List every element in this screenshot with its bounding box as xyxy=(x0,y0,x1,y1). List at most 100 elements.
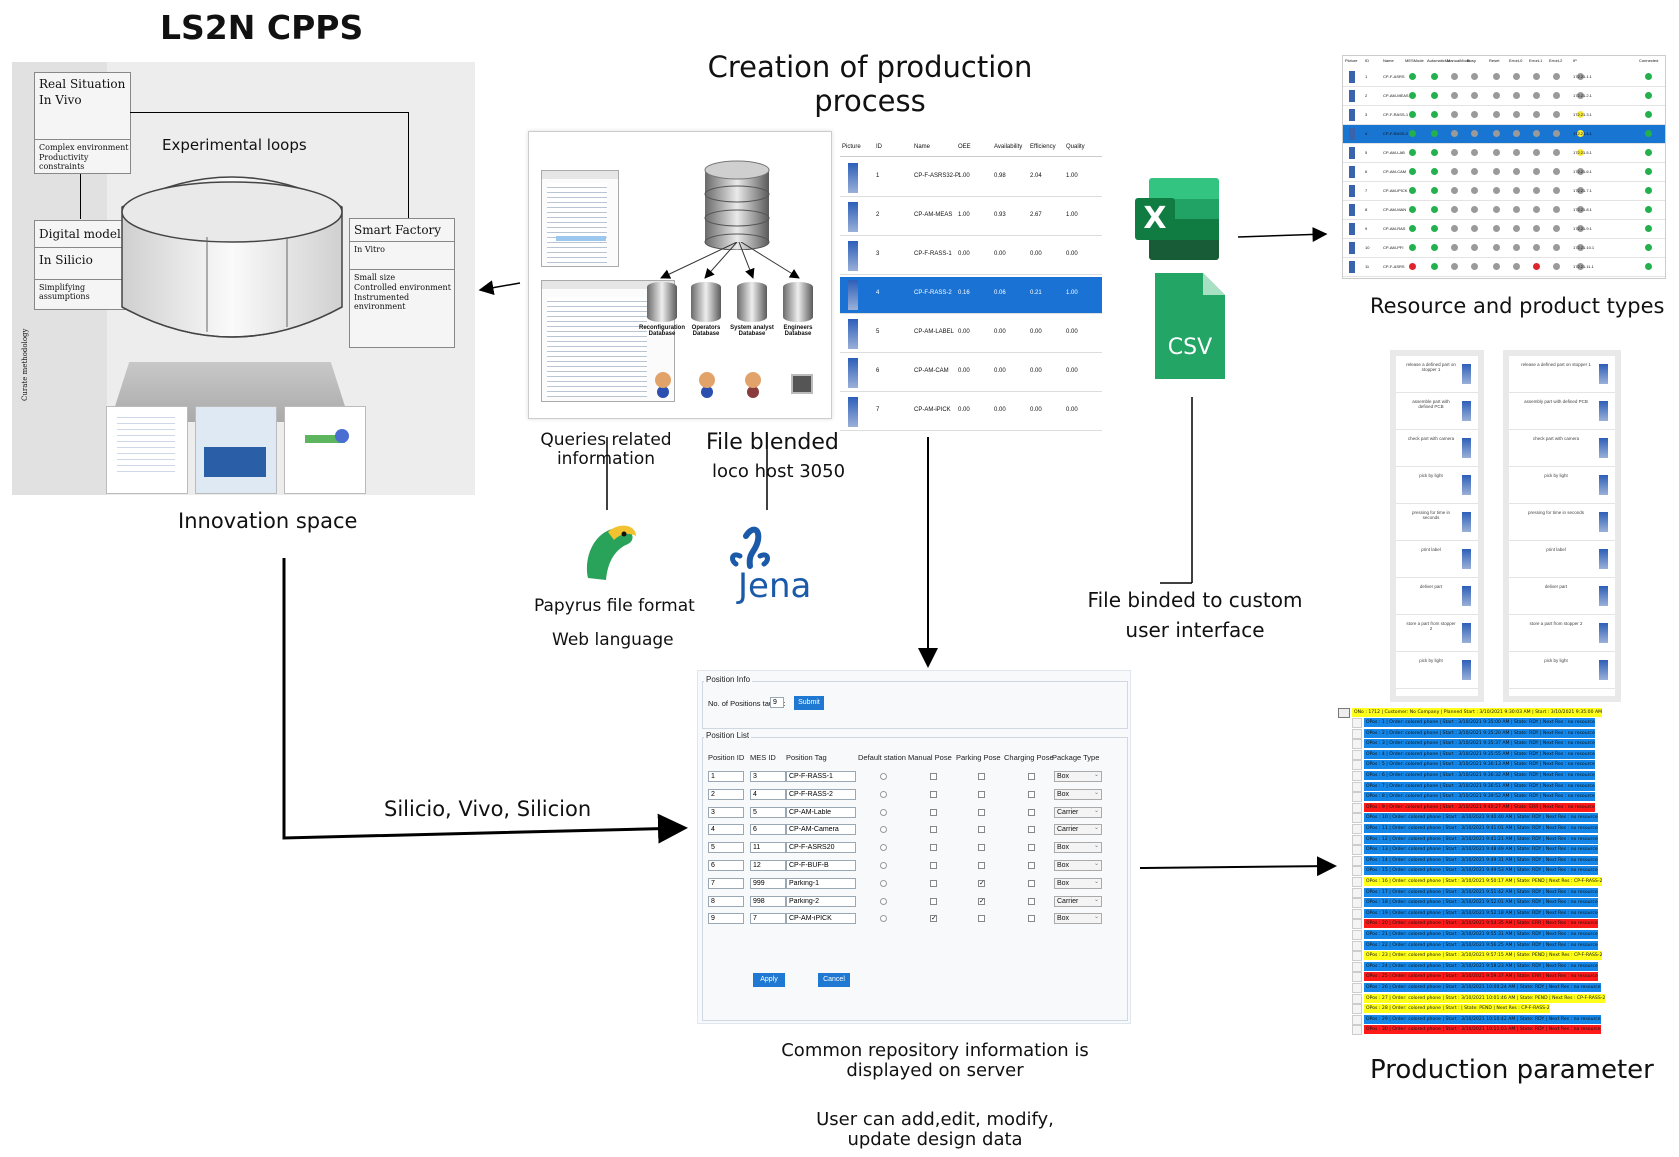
order-row[interactable]: OPos : 8 | Order: colored phone | Start … xyxy=(1364,792,1595,802)
order-row[interactable]: OPos : 28 | Order: colored phone | Start… xyxy=(1364,1004,1550,1014)
package-type-select[interactable]: Box xyxy=(1054,841,1102,854)
position-tag-input[interactable] xyxy=(786,824,856,836)
cancel-button[interactable]: Cancel xyxy=(818,973,850,987)
order-row[interactable]: OPos : 2 | Order: colored phone | Start … xyxy=(1364,728,1595,738)
mes-id-input[interactable] xyxy=(750,877,786,889)
mes-id-input[interactable] xyxy=(750,842,786,854)
parking-pose-checkbox[interactable] xyxy=(978,773,985,780)
parking-pose-checkbox[interactable] xyxy=(978,790,985,798)
order-row[interactable]: OPos : 18 | Order: colored phone | Start… xyxy=(1364,898,1598,908)
order-row[interactable]: OPos : 9 | Order: colored phone | Start … xyxy=(1364,802,1595,812)
process-step[interactable]: store a part from stopper 2 xyxy=(1396,615,1478,652)
process-step[interactable]: store a part from stopper 2 xyxy=(1509,615,1615,652)
process-step[interactable]: print label xyxy=(1509,541,1615,578)
charging-pose-checkbox[interactable] xyxy=(1028,897,1035,905)
position-id-input[interactable] xyxy=(708,913,744,925)
default-station-radio[interactable] xyxy=(880,879,887,887)
manual-pose-checkbox[interactable] xyxy=(930,862,937,869)
submit-button[interactable]: Submit xyxy=(794,696,824,710)
order-row[interactable]: OPos : 24 | Order: colored phone | Start… xyxy=(1364,961,1598,971)
process-step[interactable]: pick by light xyxy=(1396,652,1478,689)
package-type-select[interactable]: Carrier xyxy=(1054,895,1102,907)
position-id-input[interactable] xyxy=(708,895,744,907)
mes-id-input[interactable] xyxy=(750,771,786,782)
order-row[interactable]: OPos : 7 | Order: colored phone | Start … xyxy=(1364,781,1595,791)
default-station-radio[interactable] xyxy=(880,862,887,869)
order-row[interactable]: OPos : 22 | Order: colored phone | Start… xyxy=(1364,940,1598,950)
mes-id-input[interactable] xyxy=(750,895,786,907)
package-type-select[interactable]: Box xyxy=(1054,912,1102,925)
position-tag-input[interactable] xyxy=(786,771,856,782)
mes-id-input[interactable] xyxy=(750,788,786,800)
package-type-select[interactable]: Box xyxy=(1054,788,1102,800)
manual-pose-checkbox[interactable] xyxy=(930,773,937,780)
parking-pose-checkbox[interactable] xyxy=(978,915,985,923)
parking-pose-checkbox[interactable]: ✓ xyxy=(978,879,985,887)
package-type-select[interactable]: Carrier xyxy=(1054,806,1102,818)
manual-pose-checkbox[interactable] xyxy=(930,844,937,852)
package-type-select[interactable]: Box xyxy=(1054,859,1102,871)
process-step[interactable]: assembly part with defined PCB xyxy=(1509,393,1615,430)
process-step[interactable]: deliver part xyxy=(1396,578,1478,615)
order-row[interactable]: OPos : 12 | Order: colored phone | Start… xyxy=(1364,834,1598,844)
default-station-radio[interactable] xyxy=(880,826,887,834)
position-id-input[interactable] xyxy=(708,806,744,818)
position-tag-input[interactable] xyxy=(786,842,856,854)
positions-taught-input[interactable] xyxy=(770,697,784,708)
position-id-input[interactable] xyxy=(708,842,744,854)
process-step[interactable]: pick by light xyxy=(1396,467,1478,504)
parking-pose-checkbox[interactable]: ✓ xyxy=(978,897,985,905)
position-id-input[interactable] xyxy=(708,824,744,836)
process-step[interactable]: pick by light xyxy=(1509,467,1615,504)
package-type-select[interactable]: Box xyxy=(1054,877,1102,889)
position-tag-input[interactable] xyxy=(786,860,856,871)
mes-id-input[interactable] xyxy=(750,806,786,818)
process-step[interactable]: pressing for time in seconds xyxy=(1509,504,1615,541)
process-step[interactable]: print label xyxy=(1396,541,1478,578)
order-row[interactable]: OPos : 1 | Order: colored phone | Start … xyxy=(1364,718,1595,727)
default-station-radio[interactable] xyxy=(880,808,887,816)
process-step[interactable]: release a defined part on stopper 1 xyxy=(1396,356,1478,393)
apply-button[interactable]: Apply xyxy=(753,973,785,987)
manual-pose-checkbox[interactable] xyxy=(930,826,937,834)
position-tag-input[interactable] xyxy=(786,877,856,889)
parking-pose-checkbox[interactable] xyxy=(978,862,985,869)
manual-pose-checkbox[interactable]: ✓ xyxy=(930,915,937,923)
package-type-select[interactable]: Carrier xyxy=(1054,823,1102,836)
order-row[interactable]: OPos : 29 | Order: colored phone | Start… xyxy=(1364,1014,1601,1024)
mes-id-input[interactable] xyxy=(750,824,786,836)
order-row[interactable]: OPos : 26 | Order: colored phone | Start… xyxy=(1364,983,1601,992)
default-station-radio[interactable] xyxy=(880,790,887,798)
charging-pose-checkbox[interactable] xyxy=(1028,862,1035,869)
order-row[interactable]: OPos : 15 | Order: colored phone | Start… xyxy=(1364,866,1598,876)
manual-pose-checkbox[interactable] xyxy=(930,879,937,887)
process-step[interactable]: check part with camera xyxy=(1509,430,1615,467)
charging-pose-checkbox[interactable] xyxy=(1028,773,1035,780)
manual-pose-checkbox[interactable] xyxy=(930,790,937,798)
order-row[interactable]: OPos : 3 | Order: colored phone | Start … xyxy=(1364,739,1595,749)
process-step[interactable]: pressing for time in seconds xyxy=(1396,504,1478,541)
position-id-input[interactable] xyxy=(708,788,744,800)
process-step[interactable]: check part with camera xyxy=(1396,430,1478,467)
order-row[interactable]: OPos : 20 | Order: colored phone | Start… xyxy=(1364,919,1598,929)
process-step[interactable]: deliver part xyxy=(1509,578,1615,615)
order-row[interactable]: OPos : 5 | Order: colored phone | Start … xyxy=(1364,760,1595,770)
parking-pose-checkbox[interactable] xyxy=(978,844,985,852)
manual-pose-checkbox[interactable] xyxy=(930,897,937,905)
order-row[interactable]: OPos : 25 | Order: colored phone | Start… xyxy=(1364,972,1598,982)
process-step[interactable]: pick by light xyxy=(1509,652,1615,689)
charging-pose-checkbox[interactable] xyxy=(1028,808,1035,816)
